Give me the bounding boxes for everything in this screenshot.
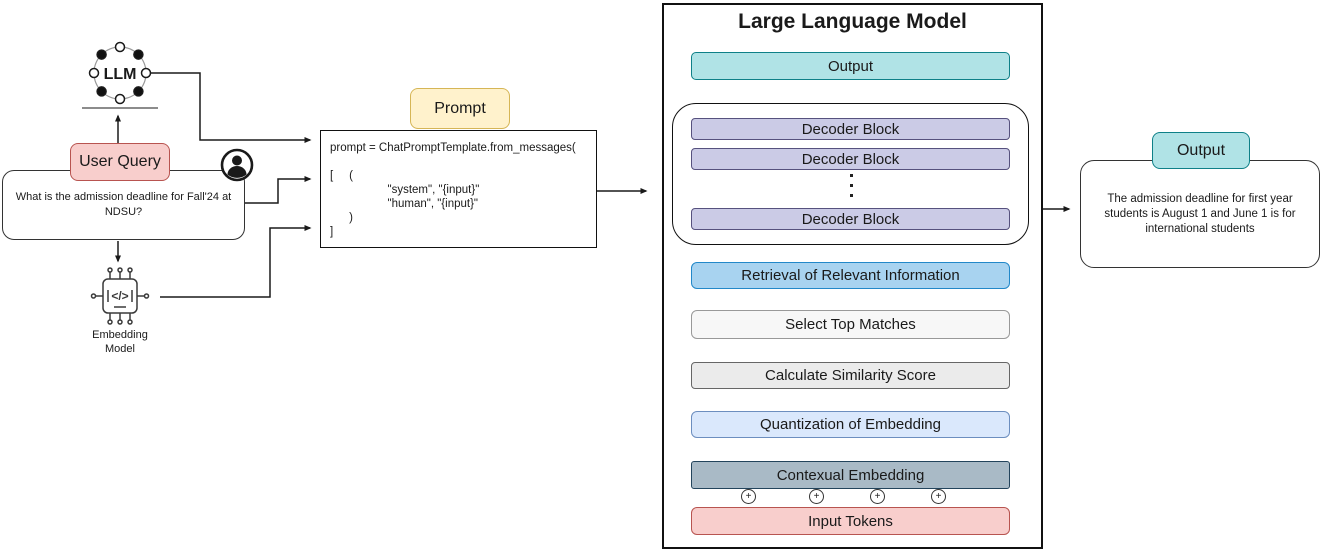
add-icon-3: +: [870, 489, 885, 504]
final-output-label-text: Output: [1176, 141, 1226, 159]
final-answer-text: The admission deadline for first year st…: [1104, 192, 1296, 235]
llm-title: Large Language Model: [738, 10, 967, 33]
decoder-block-3: Decoder Block: [691, 208, 1010, 230]
stage-select-top-matches: Select Top Matches: [691, 310, 1010, 339]
prompt-label: Prompt: [410, 88, 510, 129]
stage-quantization: Quantization of Embedding: [691, 411, 1010, 438]
user-query-label-text: User Query: [79, 153, 161, 170]
prompt-code-box: prompt = ChatPromptTemplate.from_message…: [320, 130, 597, 248]
user-query-label: User Query: [70, 143, 170, 181]
arrow-llm-icon-to-prompt: [148, 72, 312, 143]
user-query-box: What is the admission deadline for Fall'…: [2, 170, 245, 240]
stage-contextual-embedding: Contexual Embedding: [691, 461, 1010, 489]
llm-output-box: Output: [691, 52, 1010, 80]
vertical-ellipsis-icon: [849, 174, 853, 204]
svg-text:</>: </>: [111, 289, 128, 303]
final-answer-box: The admission deadline for first year st…: [1080, 160, 1320, 268]
stage-calculate-similarity: Calculate Similarity Score: [691, 362, 1010, 389]
add-icon-1: +: [741, 489, 756, 504]
user-query-text: What is the admission deadline for Fall'…: [15, 191, 232, 218]
stage-input-tokens: Input Tokens: [691, 507, 1010, 535]
decoder-block-1: Decoder Block: [691, 118, 1010, 140]
llm-icon: LLM: [82, 41, 158, 109]
user-avatar-icon: [220, 148, 254, 182]
decoder-block-2: Decoder Block: [691, 148, 1010, 170]
add-icon-2: +: [809, 489, 824, 504]
prompt-code: prompt = ChatPromptTemplate.from_message…: [330, 142, 576, 238]
stage-retrieval: Retrieval of Relevant Information: [691, 262, 1010, 289]
add-icon-4: +: [931, 489, 946, 504]
embedding-model-icon: </>: [90, 267, 150, 325]
prompt-label-text: Prompt: [434, 99, 486, 117]
embedding-model-label: Embedding Model: [92, 329, 148, 355]
arrow-query-to-prompt: [245, 176, 312, 204]
final-output-label: Output: [1152, 132, 1250, 169]
llm-icon-label: LLM: [104, 66, 137, 83]
